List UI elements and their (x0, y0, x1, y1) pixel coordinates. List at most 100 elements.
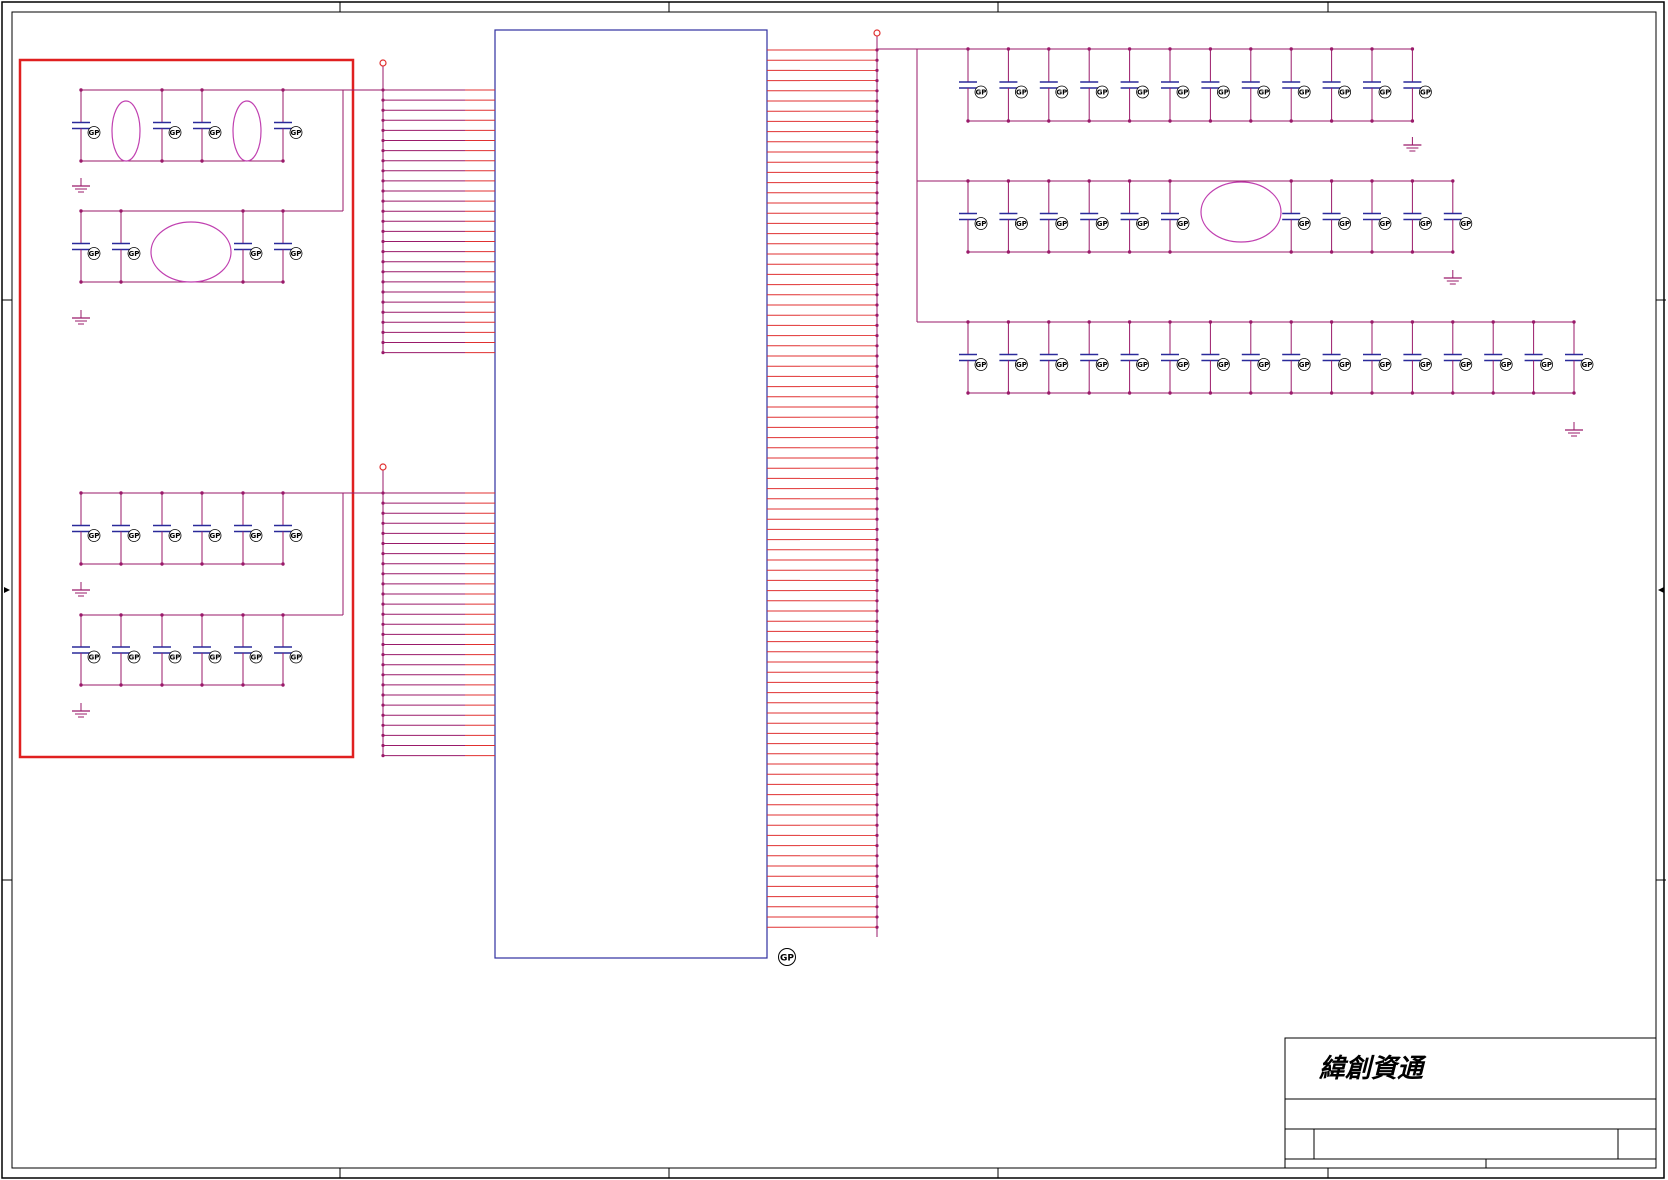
capacitor: GP (1443, 320, 1473, 395)
gp-tag-icon: GP (1419, 358, 1432, 371)
capacitor: GP (1039, 179, 1069, 254)
ic-pin-left (381, 330, 495, 334)
capacitor: GP (153, 88, 182, 163)
company-name: 緯創資通 (1318, 1054, 1427, 1084)
ic-pin-right (767, 425, 879, 429)
ic-pin-left (381, 642, 495, 647)
gp-tag-label: GP (1380, 220, 1391, 228)
capacitor: GP (1484, 320, 1513, 395)
gp-tag-label: GP (210, 129, 221, 137)
ic-pin-left (381, 189, 495, 193)
gp-tag-icon: GP (1176, 358, 1190, 371)
gp-tag-icon: GP (1378, 358, 1392, 371)
gp-tag-label: GP (89, 250, 100, 258)
ic-body (494, 29, 768, 959)
gp-tag-icon: GP (1378, 85, 1392, 99)
ic-pin-left (381, 723, 495, 727)
ic-pin-left (381, 653, 495, 657)
capacitor: GP (1565, 320, 1594, 395)
capacitor: GP (112, 613, 141, 687)
gp-tag-icon: GP (1338, 85, 1351, 99)
ic-pin-right (767, 803, 879, 807)
ic-pin-right (767, 201, 879, 205)
ic-pin-left (381, 693, 495, 697)
ic-pin-right (767, 864, 879, 868)
annotation-ovals (111, 100, 1282, 283)
ic-pin-right (767, 487, 879, 491)
ic-pin-left (381, 118, 495, 122)
gp-tag-icon: GP (249, 529, 263, 542)
ic-pin-right (767, 721, 879, 725)
gp-tag-icon: GP (1338, 358, 1351, 371)
ic-pin-right (767, 354, 879, 358)
gp-tag-label: GP (1178, 89, 1189, 97)
capacitor: GP (999, 320, 1028, 395)
ic-pin-left (381, 552, 495, 556)
capacitor: GP (1282, 320, 1311, 395)
ic-pin-right (767, 89, 879, 93)
capacitor: GP (72, 209, 101, 284)
capacitor: GP (112, 209, 141, 284)
ic-pin-right (767, 211, 879, 215)
gp-tag-icon: GP (1459, 217, 1473, 230)
gp-tag-icon: GP (1217, 85, 1230, 99)
ic-pin-right (767, 782, 879, 787)
ic-pin-left (381, 351, 495, 355)
ic-pin-right (767, 517, 879, 521)
ground-symbol (1403, 137, 1422, 152)
gp-tag-icon: GP (974, 217, 988, 230)
gp-tag-label: GP (291, 532, 302, 540)
gp-tag-label: GP (210, 532, 221, 540)
gp-tag-icon: GP (168, 650, 182, 664)
ic-pin-right (767, 364, 879, 368)
ic-pin-right (767, 48, 879, 52)
ic-pin-right (767, 334, 879, 338)
gp-tag-label: GP (976, 89, 987, 97)
ic-pin-right (767, 303, 879, 307)
ic-pin-right (767, 160, 879, 164)
ic-pin-left (381, 602, 495, 606)
ic-pin-right (767, 68, 879, 72)
ground-symbol (1565, 422, 1583, 437)
ic-pin-right (767, 813, 879, 817)
gp-tag-icon: GP (1459, 358, 1473, 371)
gp-tag-label: GP (1056, 220, 1067, 228)
gp-tag-icon: GP (87, 529, 101, 542)
gp-tag-label: GP (129, 654, 140, 662)
gp-tag-label: GP (251, 654, 262, 662)
ic-pin-left (381, 622, 495, 626)
left-bank-feed (342, 89, 353, 211)
capacitor: GP (72, 88, 101, 163)
capacitor: GP (1080, 320, 1109, 395)
ic-pin-right (767, 793, 879, 797)
gp-tag-icon: GP (1297, 217, 1311, 230)
gp-tag-icon: GP (1499, 358, 1513, 371)
gp-tag-icon: GP (1176, 217, 1190, 230)
ic-pin-right (767, 99, 879, 103)
ground-symbol (72, 310, 90, 325)
ic-pin-right (767, 79, 879, 83)
gp-tag-icon: GP (1055, 217, 1069, 230)
ic-pin-left (381, 582, 495, 586)
ic-pin-left (381, 531, 495, 536)
capacitor: GP (1322, 179, 1351, 254)
ic-pin-left (381, 128, 495, 132)
ic-pin-right (767, 497, 879, 501)
ic-pin-right (767, 436, 879, 440)
ic-pin-right (767, 252, 879, 256)
capacitor: GP (234, 613, 263, 687)
ic-pin-left (381, 260, 495, 264)
gp-tag-label: GP (1137, 361, 1148, 369)
ic-pin-left (381, 663, 495, 667)
capacitor: GP (274, 209, 303, 284)
ic-pin-right (767, 119, 879, 123)
ic-pin-right (767, 823, 879, 827)
capacitor: GP (153, 613, 182, 687)
gp-tag-icon: GP (1297, 358, 1311, 371)
gp-tag-icon: GP (1217, 358, 1230, 371)
capacitor: GP (274, 491, 303, 566)
ic-pin-left (381, 713, 495, 717)
capacitor: GP (1322, 320, 1351, 395)
gp-tag-label: GP (89, 532, 100, 540)
